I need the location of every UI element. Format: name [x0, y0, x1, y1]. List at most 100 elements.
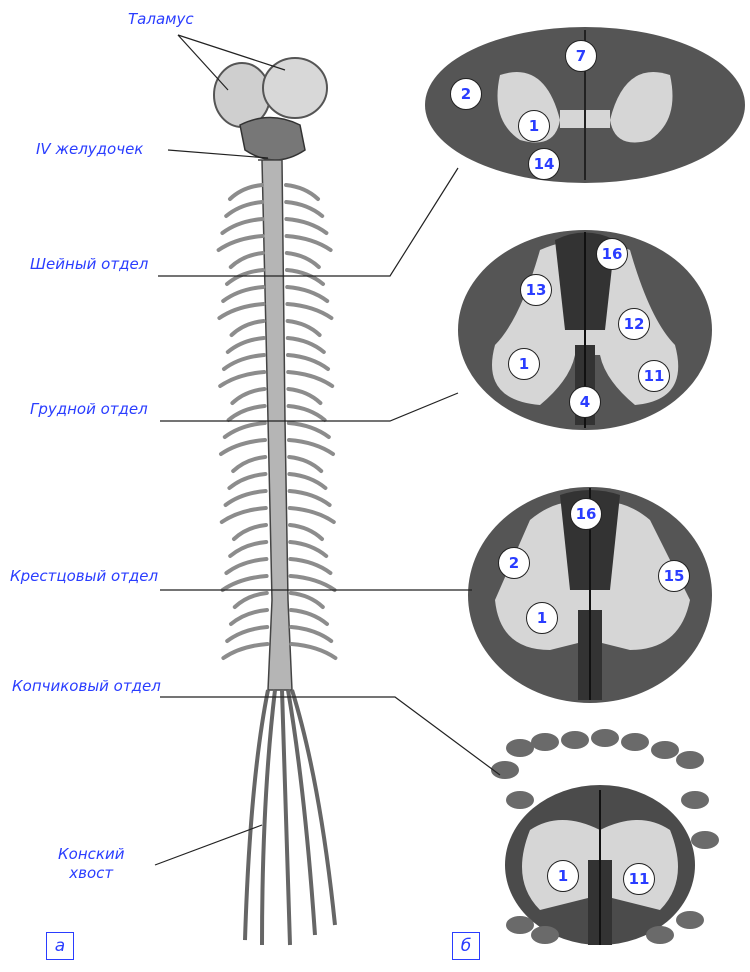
nerve-root [288, 557, 333, 575]
nerve-root [286, 421, 331, 439]
marker-s3-2: 2 [498, 547, 530, 579]
nerve-root [284, 200, 325, 218]
nerve-root [289, 642, 338, 660]
label-thoracic: Грудной отдел [30, 400, 148, 418]
leader-thalamus-right [177, 34, 286, 71]
nerve-root [287, 455, 324, 473]
leader-thalamus-left [177, 34, 229, 91]
nerve-root [229, 319, 266, 337]
nerve-root [286, 387, 323, 405]
nerve-root [288, 540, 329, 558]
nerve-fragment [506, 791, 534, 809]
nerve-root [219, 438, 267, 456]
nerve-root [216, 234, 265, 252]
nerve-root [289, 608, 329, 626]
nerve-root [220, 217, 265, 235]
nerve-root [288, 591, 325, 609]
nerve-root [284, 251, 321, 269]
leader-cervical [158, 167, 459, 277]
nerve-root [226, 404, 267, 422]
nerve-root [231, 455, 268, 473]
nerve-fragment [621, 733, 649, 751]
nerve-fragment [561, 731, 589, 749]
nerve-fragment [531, 733, 559, 751]
nerve-root [285, 302, 334, 320]
label-coccygeal: Копчиковый отдел [12, 677, 161, 695]
nerve-root [219, 506, 268, 524]
nerve-root [287, 489, 332, 507]
marker-s1-1: 1 [518, 110, 550, 142]
spinal-cord-illustration [213, 57, 338, 946]
nerve-root [222, 421, 267, 439]
nerve-root [218, 370, 267, 388]
nerve-root [287, 506, 336, 524]
marker-s2-13: 13 [520, 274, 552, 306]
leader-lines [154, 34, 501, 866]
leader-fourth-ventricle [167, 149, 269, 159]
leader-cauda-equina [154, 824, 263, 866]
label-sacral: Крестцовый отдел [10, 567, 159, 585]
nerve-root [221, 285, 266, 303]
nerve-fragment [681, 791, 709, 809]
nerve-root [286, 370, 335, 388]
marker-s2-1: 1 [508, 348, 540, 380]
nerve-fragment [506, 916, 534, 934]
nerve-fragment [691, 831, 719, 849]
panel-label-b: б [452, 932, 480, 960]
leader-coccygeal [160, 696, 501, 776]
nerve-root [224, 557, 269, 575]
label-cauda-equina: Конский хвост [58, 845, 125, 882]
nerve-fragment [646, 926, 674, 944]
nerve-roots [216, 183, 338, 660]
nerve-root [285, 285, 330, 303]
nerve-fragments [491, 729, 719, 944]
marker-s2-4: 4 [569, 386, 601, 418]
marker-s2-11: 11 [638, 360, 670, 392]
label-thalamus: Таламус [128, 10, 194, 28]
marker-s4-11: 11 [623, 863, 655, 895]
nerve-root [288, 523, 324, 541]
nerve-root [225, 268, 265, 286]
nerve-root [229, 608, 269, 626]
nerve-root [286, 353, 330, 371]
nerve-root [286, 404, 327, 422]
thalamus-right [262, 57, 328, 119]
nerve-root [285, 319, 322, 337]
panel-label-a: а [46, 932, 74, 960]
nerve-fragment [506, 739, 534, 757]
marker-s3-15: 15 [658, 560, 690, 592]
nerve-root [228, 251, 265, 269]
marker-s1-14: 14 [528, 148, 560, 180]
nerve-fragment [591, 729, 619, 747]
nerve-fragment [531, 926, 559, 944]
nerve-root [232, 591, 269, 609]
nerve-root [287, 472, 328, 490]
nerve-root [285, 336, 326, 354]
spinal-cord [258, 159, 293, 691]
nerve-root [217, 302, 266, 320]
cross-section-4 [491, 729, 719, 945]
brainstem [239, 116, 306, 161]
nerve-root [288, 574, 337, 592]
marker-s1-2: 2 [450, 78, 482, 110]
nerve-root [221, 642, 270, 660]
nerve-fragment [676, 911, 704, 929]
nerve-fragment [651, 741, 679, 759]
nerve-root [222, 353, 266, 371]
cross-section-1 [425, 27, 745, 183]
marker-s4-1: 1 [547, 860, 579, 892]
nerve-fragment [491, 761, 519, 779]
nerve-root [230, 387, 267, 405]
marker-s2-16: 16 [596, 238, 628, 270]
nerve-root [225, 625, 270, 643]
nerve-root [224, 200, 265, 218]
label-cervical: Шейный отдел [30, 255, 149, 273]
cauda-equina-bundle [243, 689, 337, 946]
nerve-root [220, 574, 269, 592]
nerve-root [228, 183, 264, 201]
nerve-root [285, 268, 325, 286]
nerve-root [228, 540, 269, 558]
marker-s3-1: 1 [526, 602, 558, 634]
nerve-root [284, 183, 320, 201]
